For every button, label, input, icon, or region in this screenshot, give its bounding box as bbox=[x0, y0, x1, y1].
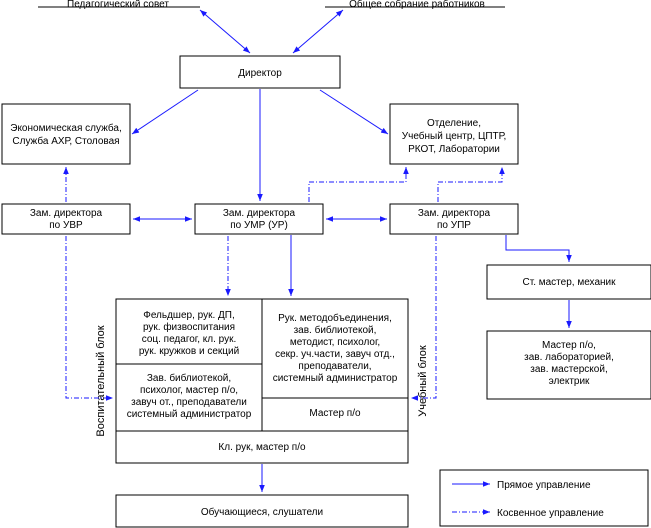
department-line-2: Учебный центр, ЦПТР, bbox=[402, 130, 506, 142]
director-label: Директор bbox=[238, 68, 282, 79]
master-po-box: Мастер п/о, зав. лабораторией, зав. маст… bbox=[486, 330, 651, 400]
arrow-council-director bbox=[199, 9, 251, 54]
side-label-learning: Учебный блок bbox=[417, 345, 429, 417]
senior-master-box: Ст. мастер, механик bbox=[486, 264, 651, 300]
staff-assembly-label: Общее собрание работников bbox=[349, 0, 485, 10]
arrow-director-econ bbox=[131, 89, 199, 135]
master-po-line-4: электрик bbox=[549, 376, 590, 387]
master-po-2-label: Мастер п/о bbox=[309, 408, 361, 419]
zav-bibl-line-1: Зав. библиотекой, bbox=[147, 372, 231, 384]
master-po-line-2: зав. лабораторией, bbox=[524, 351, 614, 363]
zam-uvr-box: Зам. директора по УВР bbox=[1, 203, 131, 235]
ruk-metod-line-2: зав. библиотекой, bbox=[294, 324, 377, 336]
feldsher-line-2: рук. физвоспитания bbox=[143, 321, 235, 333]
ruk-metod-line-6: системный администратор bbox=[273, 373, 398, 384]
legend-indirect-label: Косвенное управление bbox=[497, 508, 604, 519]
econ-box: Экономическая служба, Служба АХР, Столов… bbox=[1, 103, 131, 165]
ruk-metod-line-4: секр. уч.части, завуч отд., bbox=[275, 349, 395, 360]
arrow-assembly-director bbox=[292, 9, 344, 54]
zav-bibl-line-4: системный администратор bbox=[127, 409, 252, 420]
feldsher-line-3: соц. педагог, кл. рук. bbox=[142, 334, 237, 345]
department-line-1: Отделение, bbox=[427, 118, 481, 129]
ruk-metod-line-3: методист, психолог, bbox=[290, 337, 380, 348]
dash-upr-department bbox=[437, 167, 505, 202]
zav-bibl-line-2: психолог, мастер п/о, bbox=[140, 385, 238, 396]
legend: Прямое управление Косвенное управление bbox=[439, 469, 649, 527]
zam-uvr-line-1: Зам. директора bbox=[30, 208, 103, 219]
arrow-upr-senior-master bbox=[505, 235, 572, 262]
side-label-education: Воспитательный блок bbox=[95, 325, 107, 436]
zam-uvr-line-2: по УВР bbox=[49, 220, 83, 231]
zam-umr-box: Зам. директора по УМР (УР) bbox=[194, 203, 324, 235]
kl-ruk-label: Кл. рук, мастер п/о bbox=[218, 442, 306, 453]
zav-bibl-line-3: завуч от., преподаватели bbox=[131, 397, 247, 408]
master-po-line-1: Мастер п/о, bbox=[542, 340, 596, 351]
feldsher-line-1: Фельдшер, рук. ДП, bbox=[143, 310, 235, 321]
legend-direct-label: Прямое управление bbox=[497, 480, 591, 491]
feldsher-line-4: рук. кружков и секций bbox=[139, 346, 239, 357]
ruk-metod-line-1: Рук. методобъединения, bbox=[278, 312, 392, 324]
central-block: Фельдшер, рук. ДП, рук. физвоспитания со… bbox=[115, 298, 409, 464]
students-box: Обучающиеся, слушатели bbox=[115, 494, 409, 528]
department-line-3: РКОТ, Лаборатории bbox=[408, 143, 500, 155]
zam-upr-line-2: по УПР bbox=[437, 220, 471, 231]
arrow-director-department bbox=[319, 89, 389, 135]
econ-line-2: Служба АХР, Столовая bbox=[12, 135, 119, 147]
ruk-metod-line-5: преподаватели, bbox=[298, 361, 371, 372]
zam-upr-box: Зам. директора по УПР bbox=[389, 203, 519, 235]
dash-umr-department bbox=[308, 167, 409, 202]
master-po-line-3: зав. мастерской, bbox=[530, 364, 607, 375]
zam-upr-line-1: Зам. директора bbox=[418, 208, 491, 219]
ped-council-label: Педагогический совет bbox=[67, 0, 169, 10]
dash-uvr-block bbox=[65, 236, 113, 401]
senior-master-label: Ст. мастер, механик bbox=[523, 277, 617, 288]
zam-umr-line-1: Зам. директора bbox=[223, 208, 296, 219]
department-box: Отделение, Учебный центр, ЦПТР, РКОТ, Ла… bbox=[389, 103, 519, 165]
zam-umr-line-2: по УМР (УР) bbox=[230, 220, 288, 231]
econ-line-1: Экономическая служба, bbox=[10, 122, 122, 134]
director-box: Директор bbox=[179, 55, 341, 89]
students-label: Обучающиеся, слушатели bbox=[201, 506, 323, 518]
dash-upr-block bbox=[411, 236, 437, 401]
